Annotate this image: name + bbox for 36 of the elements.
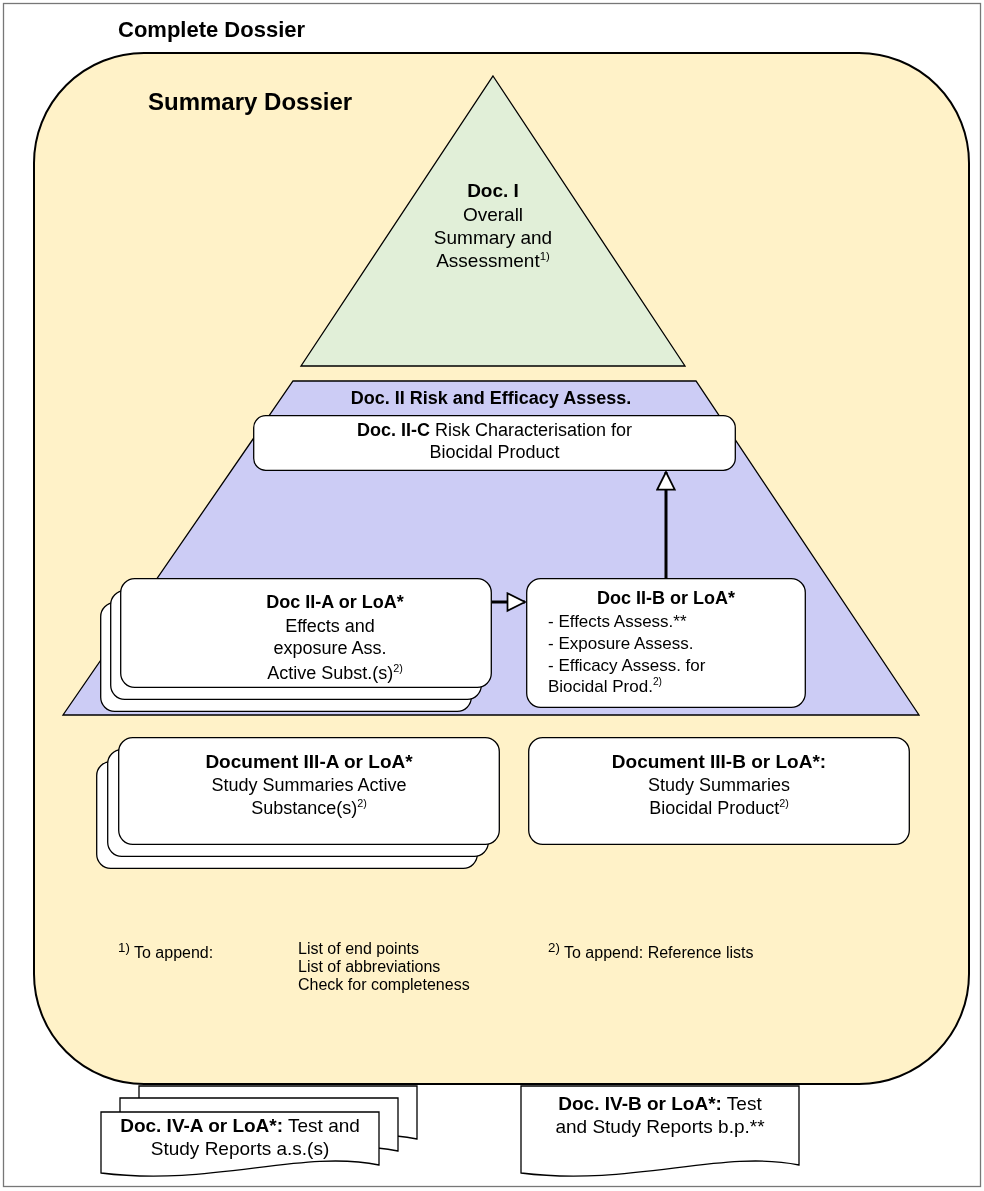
footnote-text: $^{1)}$ To append:: [118, 940, 214, 963]
outer-frame: [3, 3, 981, 1187]
heading-text: Doc. I: [466, 180, 520, 203]
document-shape: [520, 1085, 800, 1179]
body-text: Doc. II-C Risk Characterisation for Biocidal Product: [355, 420, 634, 464]
stacked-cards: [96, 737, 500, 869]
list-item: - Effects Assess.**: [548, 612, 688, 633]
footnote-text: List of abbreviations: [298, 958, 441, 977]
body-text: Doc. IV-A or LoA*: Test and Study Reports a.s.(s): [120, 1115, 360, 1161]
stacked-documents: [100, 1085, 418, 1179]
heading-text: Summary Dossier: [148, 88, 354, 117]
list-item: - Efficacy Assess. for Biocidal Prod.$^{2)}$: [548, 656, 707, 698]
list-item: - Exposure Assess.: [548, 634, 695, 655]
body-text: Study Summaries Active Substance(s)$^{2)}$: [210, 775, 408, 820]
rounded-box: [528, 737, 910, 845]
arrow: [656, 471, 676, 578]
heading-text: Document III-B or LoA*:: [610, 751, 828, 774]
footnote-text: $^{2)}$ To append: Reference lists: [548, 940, 754, 963]
heading-text: Doc. II Risk and Efficacy Assess.: [349, 388, 633, 410]
body-text: Doc. IV-B or LoA*: Test and Study Reports b.p.**: [554, 1093, 766, 1139]
body-text: Active Subst.(s)$^{2)}$: [266, 662, 404, 685]
rounded-panel: [33, 52, 970, 1085]
body-text: Study Summaries Biocidal Product$^{2)}$: [646, 775, 792, 820]
heading-text: Doc II-A or LoA*: [265, 592, 405, 614]
stacked-cards: [100, 578, 492, 712]
footnote-text: Check for completeness: [298, 976, 470, 995]
heading-text: Doc II-B or LoA*: [596, 588, 736, 610]
footnote-text: List of end points: [298, 940, 419, 959]
body-text: Overall Summary and Assessment$^{1)}$: [432, 204, 554, 273]
heading-text: Complete Dossier: [118, 17, 307, 44]
arrow: [492, 592, 526, 612]
body-text: Effects and exposure Ass.: [272, 616, 388, 660]
rounded-box: [526, 578, 806, 708]
heading-text: Document III-A or LoA*: [204, 751, 414, 774]
rounded-box: [253, 415, 736, 471]
trapezoid-shape: [62, 380, 920, 716]
